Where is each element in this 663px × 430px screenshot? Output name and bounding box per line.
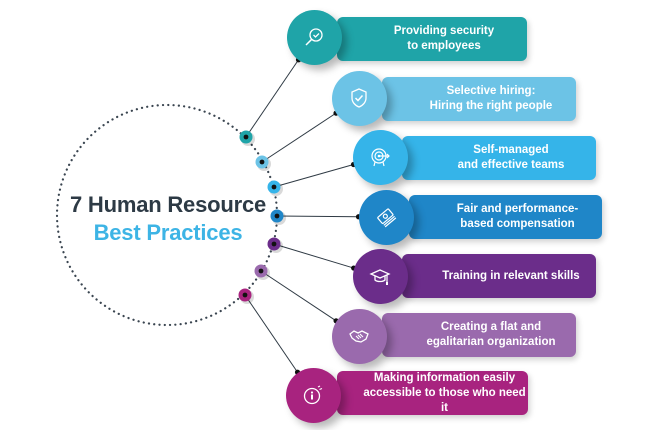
practice-label: Training in relevant skills bbox=[442, 269, 580, 282]
ring-node bbox=[254, 264, 270, 280]
connector-line bbox=[260, 270, 337, 322]
practice-label: Making information easily accessible to … bbox=[363, 371, 526, 414]
practice-label: Creating a flat and egalitarian organiza… bbox=[426, 321, 556, 348]
practice-icon-circle bbox=[331, 308, 387, 364]
ring-node bbox=[267, 237, 283, 253]
practice-icon-circle bbox=[358, 189, 414, 245]
connector-line bbox=[244, 294, 298, 373]
practice-icon-circle bbox=[352, 129, 408, 185]
graduation-cap-icon bbox=[369, 269, 391, 285]
title-line-2: Best Practices bbox=[93, 220, 243, 245]
practice-label-box: Fair and performance- based compensation bbox=[409, 195, 602, 239]
magnifier-check-icon bbox=[305, 28, 323, 46]
practice-label-box: Making information easily accessible to … bbox=[337, 371, 528, 415]
money-stack-icon bbox=[377, 208, 397, 228]
practice-label-box: Self-managed and effective teams bbox=[402, 136, 596, 180]
connector-line bbox=[276, 215, 359, 218]
connector-line bbox=[245, 59, 299, 138]
connector-line bbox=[273, 164, 354, 188]
info-bubble-icon bbox=[303, 385, 323, 405]
connector-line bbox=[273, 243, 354, 269]
target-icon bbox=[371, 148, 390, 167]
practice-icon-circle bbox=[352, 248, 408, 304]
ring-node bbox=[255, 155, 271, 171]
ring-node bbox=[267, 180, 283, 196]
ring-node bbox=[270, 209, 286, 225]
practice-label: Fair and performance- based compensation bbox=[456, 203, 579, 230]
practice-label: Selective hiring: Hiring the right peopl… bbox=[429, 85, 553, 112]
practice-icon-circle bbox=[286, 9, 342, 65]
handshake-icon bbox=[349, 330, 369, 343]
connector-line bbox=[261, 112, 337, 163]
practice-label-box: Training in relevant skills bbox=[402, 254, 596, 298]
shield-check-icon bbox=[351, 88, 367, 108]
practice-icon-circle bbox=[285, 367, 341, 423]
practice-label: Self-managed and effective teams bbox=[457, 144, 565, 171]
practice-label-box: Creating a flat and egalitarian organiza… bbox=[382, 313, 576, 357]
ring-node bbox=[239, 130, 255, 146]
ring-nodes bbox=[238, 130, 286, 304]
practice-label: Providing security to employees bbox=[393, 25, 495, 52]
practice-label-box: Selective hiring: Hiring the right peopl… bbox=[382, 77, 576, 121]
ring-node bbox=[238, 288, 254, 304]
practice-icon-circle bbox=[331, 70, 387, 126]
title-line-1: 7 Human Resource bbox=[69, 192, 267, 217]
practice-label-box: Providing security to employees bbox=[337, 17, 527, 61]
